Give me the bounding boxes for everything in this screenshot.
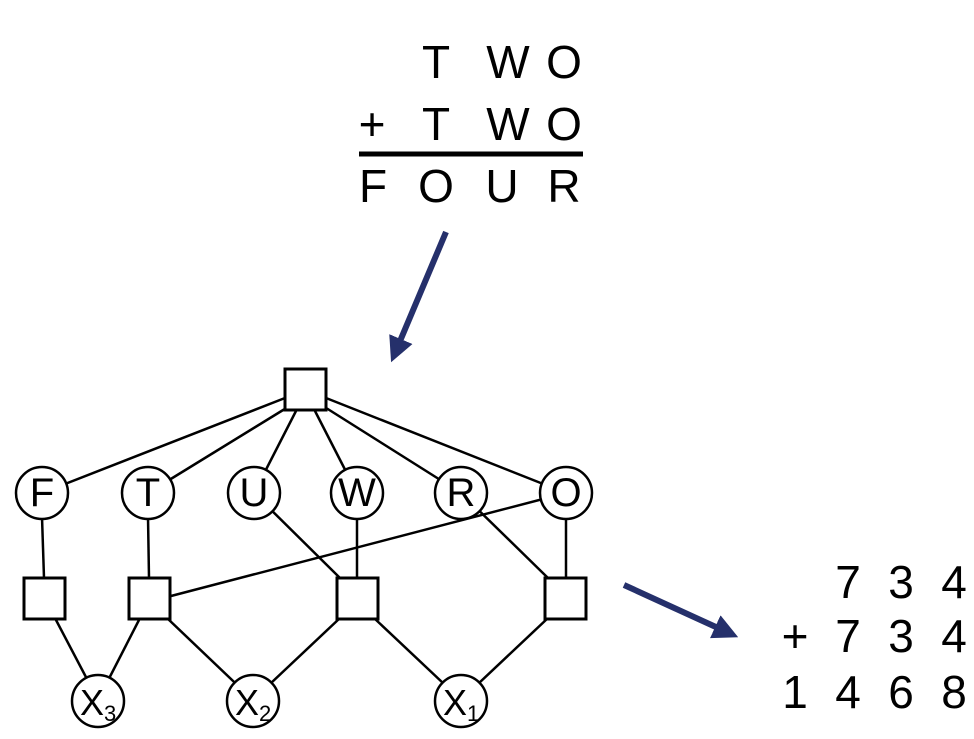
carry-label-x1-base: X (443, 682, 467, 723)
variable-nodes: F T U W R O (14, 465, 594, 521)
variable-node-f (14, 465, 70, 521)
edge-o-c2 (170, 491, 567, 598)
carry-node-x1 (433, 673, 489, 729)
puzzle-row2-letter-2: O (546, 98, 582, 150)
carry-label-x2: X2 (235, 682, 271, 726)
constraint-alldiff-box (283, 367, 328, 412)
puzzle-row2-letter-1: W (486, 98, 530, 150)
solution-operator: + (782, 610, 809, 662)
carry-node-x2 (225, 673, 281, 729)
graph-edges (40, 396, 568, 701)
variable-label-w: W (338, 471, 376, 515)
carry-label-x3: X3 (80, 682, 116, 726)
solution-result-digit-0: 1 (782, 666, 808, 718)
constraint-boxes (22, 367, 588, 621)
edge-t-c2 (146, 516, 151, 579)
constraint-column-4-box (543, 576, 588, 621)
puzzle-row1-letter-1: W (486, 36, 530, 88)
solution-result-digit-2: 6 (888, 666, 914, 718)
carry-label-x2-sub: 2 (259, 701, 271, 726)
constraint-column-2-box (127, 576, 172, 621)
variable-label-u: U (240, 471, 269, 515)
puzzle-result-letter-1: O (418, 160, 454, 212)
variable-label-t: T (136, 471, 160, 515)
solution-result-digit-1: 4 (835, 666, 861, 718)
puzzle-row1-letter-2: O (546, 36, 582, 88)
solution: 7 3 4 + 7 3 4 1 4 6 8 (782, 556, 967, 718)
carry-label-x3-base: X (80, 682, 104, 723)
puzzle-result-letter-0: F (359, 160, 387, 212)
carry-label-x1: X1 (443, 682, 479, 726)
constraint-column-1-box (22, 576, 67, 621)
solution-row1-digit-0: 7 (835, 556, 861, 608)
edge-top-t (147, 405, 289, 495)
edge-f-c1 (40, 516, 46, 579)
variable-label-f: F (30, 471, 54, 515)
puzzle-operator: + (359, 98, 386, 150)
constraint-column-3-box (335, 576, 380, 621)
puzzle-row1-letter-0: T (422, 36, 450, 88)
solution-result-digit-3: 8 (941, 666, 967, 718)
arrow-puzzle-to-graph (389, 230, 449, 363)
solution-row1-digit-1: 3 (888, 556, 914, 608)
carry-label-x2-base: X (235, 682, 259, 723)
carry-node-x3 (70, 673, 126, 729)
puzzle-result-letter-3: R (547, 160, 580, 212)
variable-node-t (120, 465, 176, 521)
variable-label-o: O (550, 471, 581, 515)
solution-row2-digit-2: 4 (941, 610, 967, 662)
variable-label-r: R (447, 471, 476, 515)
solution-row1-digit-2: 4 (941, 556, 967, 608)
carry-label-x1-sub: 1 (467, 701, 479, 726)
variable-node-r (433, 465, 489, 521)
variable-node-u (226, 465, 282, 521)
puzzle-row2-letter-0: T (422, 98, 450, 150)
edge-top-f (41, 396, 286, 495)
puzzle: T W O + T W O F O U R (359, 36, 583, 212)
variable-node-o (538, 465, 594, 521)
carry-nodes: X3 X2 X1 (70, 673, 489, 729)
edge-top-o (325, 396, 567, 495)
puzzle-result-letter-2: U (485, 160, 518, 212)
carry-label-x3-sub: 3 (104, 701, 116, 726)
variable-node-w (329, 465, 385, 521)
solution-row2-digit-0: 7 (835, 610, 861, 662)
solution-row2-digit-1: 3 (888, 610, 914, 662)
arrow-graph-to-solution (622, 582, 739, 639)
